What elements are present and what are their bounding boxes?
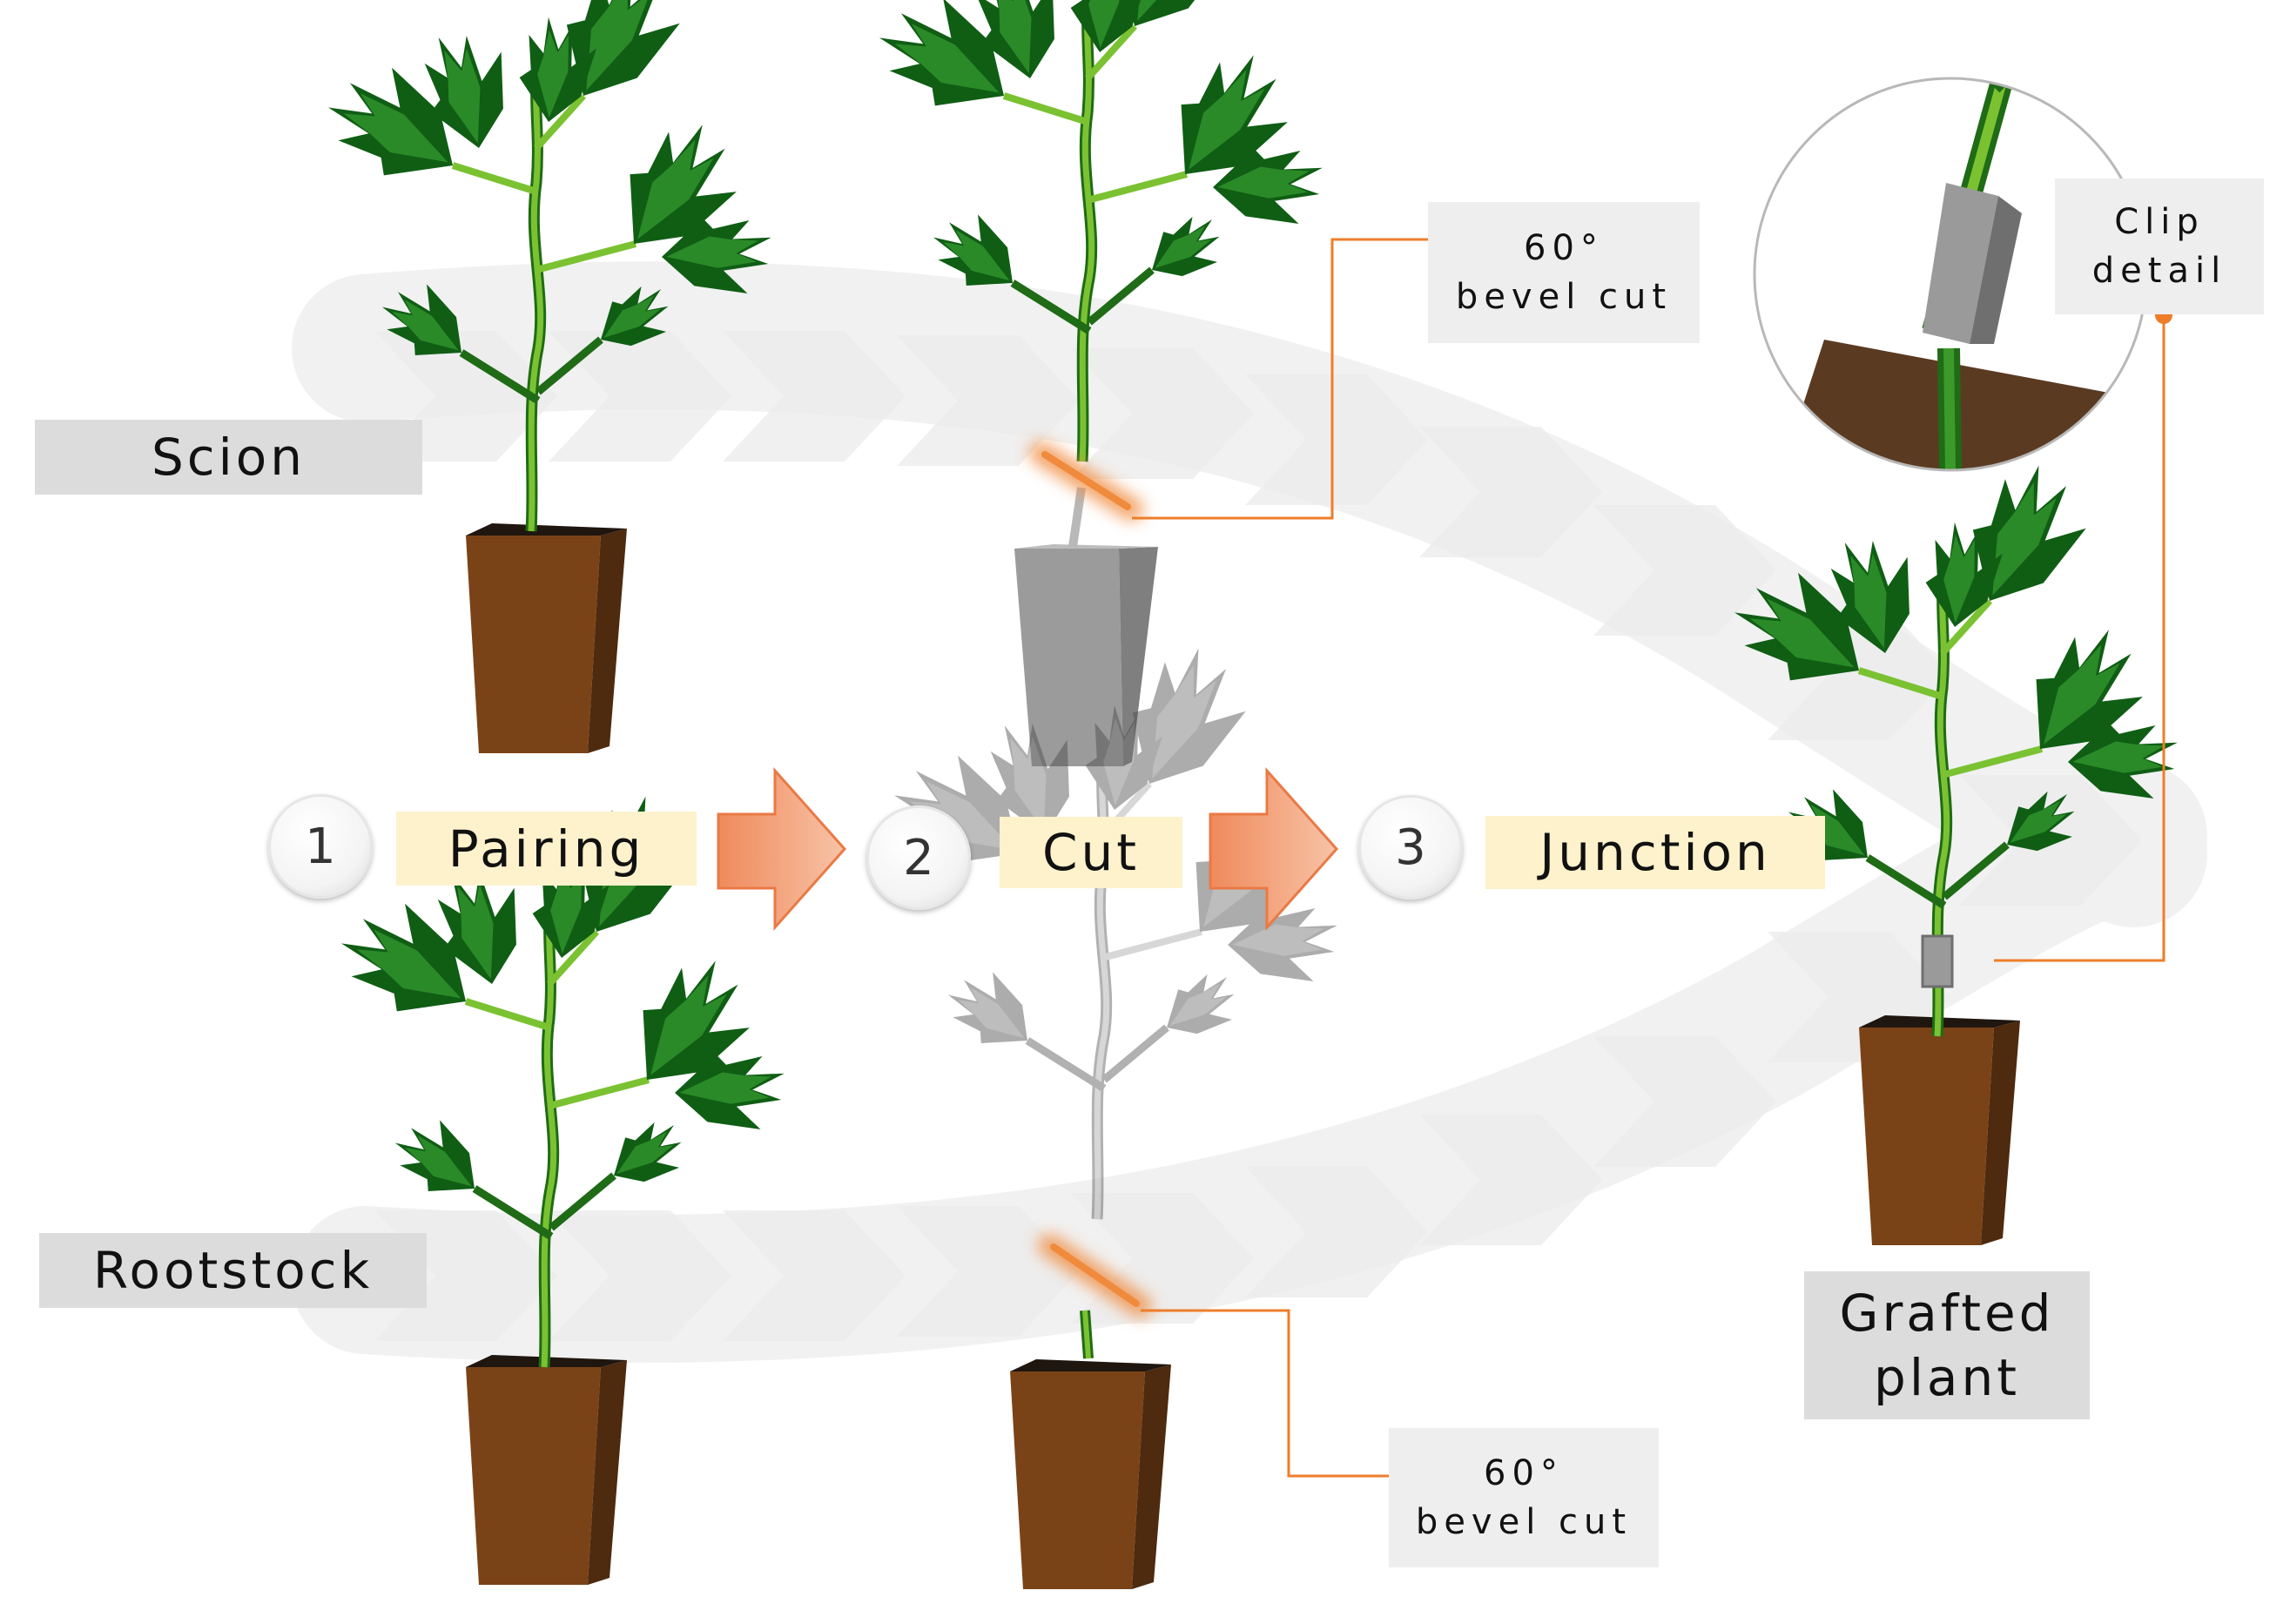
clip-detail-label: Clip detail [2055,179,2264,314]
callout-line-rootstock [1141,1309,1437,1478]
step-number-1: 1 [268,794,373,899]
rootstock-plant [328,787,799,1585]
scion-bevel-cut-highlight [1029,441,1143,521]
step-label-junction: Junction [1485,816,1825,889]
callout-line-scion [1132,238,1454,520]
step-arrow-2 [1209,767,1339,931]
bevel-cut-bottom-label: 60° bevel cut [1389,1428,1659,1567]
step-number-2: 2 [866,805,971,910]
rootstock-label: Rootstock [39,1233,427,1308]
step-label-cut: Cut [1000,817,1182,888]
callout-lines [1132,238,2165,1478]
graft-clip [1921,934,1954,988]
background-chevron-bands [292,261,2207,1364]
step-arrow-1 [717,767,847,931]
step-label-pairing: Pairing [396,812,697,886]
grafted-plant-label: Grafted plant [1804,1271,2090,1419]
scion-label: Scion [35,420,422,495]
rootstock-cut-plant [881,639,1352,1589]
bevel-cut-top-label: 60° bevel cut [1428,202,1700,343]
rootstock-bevel-cut-highlight [1038,1234,1152,1317]
step-number-3: 3 [1358,795,1463,900]
grafted-plant [1721,456,2192,1245]
callout-line-clip [1994,315,2165,962]
scion-cut-plant [866,0,1337,766]
